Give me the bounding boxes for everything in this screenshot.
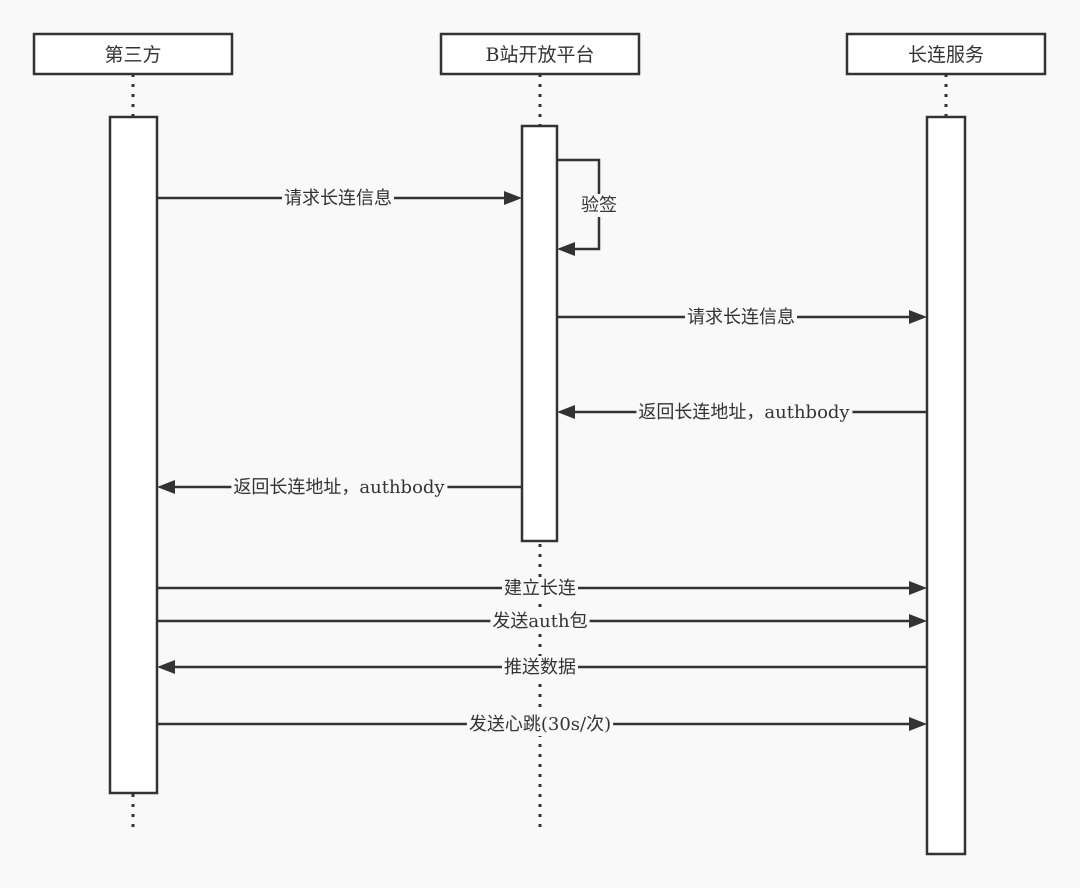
arrowhead-icon [909, 614, 927, 628]
participant-box[interactable] [32, 32, 234, 76]
participant-box[interactable] [845, 32, 1047, 76]
message-label: 建立长连 [504, 578, 576, 599]
message-label: 返回长连地址，authbody [233, 477, 445, 498]
message-7[interactable]: 发送auth包 [157, 610, 927, 633]
message-5[interactable]: 返回长连地址，authbody [157, 476, 522, 499]
arrowhead-icon [504, 191, 522, 205]
message-1[interactable]: 请求长连信息 [157, 187, 522, 210]
message-label-bg [282, 187, 394, 210]
activation-bar-third_party [108, 115, 159, 795]
message-6[interactable]: 建立长连 [157, 577, 927, 600]
message-label: 请求长连信息 [284, 188, 392, 209]
arrowhead-icon [157, 480, 175, 494]
message-8[interactable]: 推送数据 [157, 656, 927, 679]
message-label-bg [636, 401, 853, 424]
activation-bar-long_conn_service [925, 115, 967, 856]
message-9[interactable]: 发送心跳(30s/次) [157, 713, 927, 736]
participant-third_party[interactable]: 第三方 [32, 32, 234, 76]
arrowhead-icon [909, 310, 927, 324]
message-label: 返回长连地址，authbody [638, 402, 850, 423]
message-label-bg [502, 656, 578, 679]
message-label-bg [490, 610, 590, 633]
message-label: 推送数据 [504, 657, 576, 678]
arrowhead-icon [909, 581, 927, 595]
message-label: 请求长连信息 [687, 307, 795, 328]
message-label-bg [502, 577, 578, 600]
message-label: 发送auth包 [492, 611, 587, 632]
message-label: 验签 [581, 195, 617, 216]
activation-bar-bilibili_open_platform [520, 124, 559, 543]
message-label-bg [579, 194, 619, 217]
participant-box[interactable] [439, 32, 641, 76]
message-label-bg [466, 713, 614, 736]
arrowhead-icon [909, 717, 927, 731]
message-4[interactable]: 返回长连地址，authbody [557, 401, 927, 424]
message-3[interactable]: 请求长连信息 [557, 306, 927, 329]
participant-label: B站开放平台 [486, 44, 595, 66]
participant-label: 第三方 [104, 44, 161, 66]
arrowhead-icon [557, 405, 575, 419]
participant-bilibili_open_platform[interactable]: B站开放平台 [439, 32, 641, 76]
arrowhead-icon [157, 660, 175, 674]
participant-label: 长连服务 [908, 44, 984, 66]
arrowhead-icon [557, 242, 575, 256]
participant-long_conn_service[interactable]: 长连服务 [845, 32, 1047, 76]
message-label-bg [231, 476, 448, 499]
message-label-bg [685, 306, 797, 329]
message-2[interactable]: 验签 [557, 158, 619, 256]
message-label: 发送心跳(30s/次) [469, 714, 611, 735]
